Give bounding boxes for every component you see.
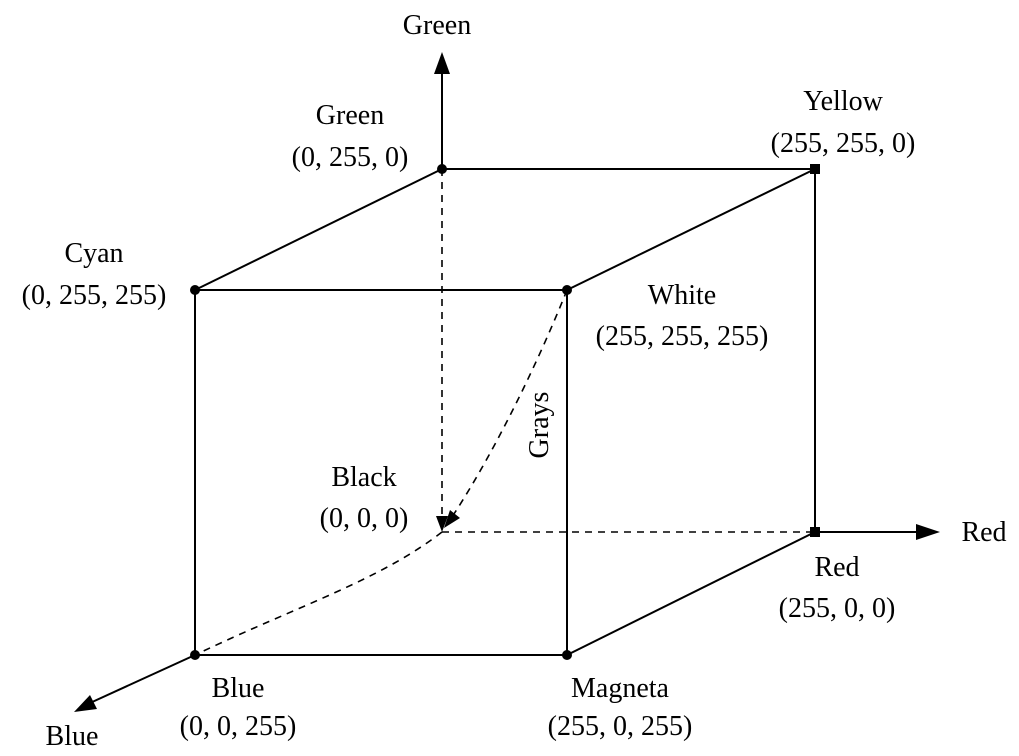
hidden-edge-black-blue [194, 531, 443, 656]
yellow-vertex-name: Yellow [803, 86, 883, 117]
red-axis-label: Red [961, 517, 1006, 548]
red-vertex-name: Red [814, 552, 859, 583]
vertex-blue-dot [190, 650, 200, 660]
vertex-green-dot [437, 164, 447, 174]
cyan-vertex-name: Cyan [64, 238, 123, 269]
grays-diagonal-label: Grays [524, 392, 555, 459]
blue-axis-arrow [89, 654, 196, 704]
blue-axis-label: Blue [46, 721, 99, 751]
edge-magenta-red [566, 531, 816, 656]
magenta-vertex-name: Magneta [571, 673, 670, 704]
green-axis-label: Green [403, 10, 471, 41]
vertex-cyan-dot [190, 285, 200, 295]
green-vertex-rgb: (0, 255, 0) [292, 142, 409, 173]
vertex-white-dot [562, 285, 572, 295]
hidden-edge-green-black-arrowhead [436, 516, 448, 532]
vertex-magenta-dot [562, 650, 572, 660]
black-vertex-name: Black [331, 462, 396, 493]
grays-diagonal-arrowhead [444, 510, 460, 528]
grays-diagonal [449, 289, 568, 521]
blue-vertex-rgb: (0, 0, 255) [180, 711, 297, 742]
green-vertex-name: Green [316, 100, 384, 131]
red-vertex-rgb: (255, 0, 0) [779, 593, 896, 624]
vertex-yellow-dot [810, 164, 820, 174]
blue-vertex-name: Blue [212, 673, 265, 704]
magenta-vertex-rgb: (255, 0, 255) [548, 711, 693, 742]
red-axis-arrowhead [916, 524, 940, 540]
blue-axis-arrowhead [74, 695, 97, 712]
white-vertex-rgb: (255, 255, 255) [596, 321, 769, 352]
green-axis-arrowhead [434, 52, 450, 74]
cyan-vertex-rgb: (0, 255, 255) [22, 280, 167, 311]
edge-yellow-white [566, 168, 816, 291]
vertex-red-dot [810, 527, 820, 537]
edge-green-cyan [194, 168, 443, 291]
black-vertex-rgb: (0, 0, 0) [320, 503, 409, 534]
white-vertex-name: White [648, 280, 716, 311]
yellow-vertex-rgb: (255, 255, 0) [771, 128, 916, 159]
